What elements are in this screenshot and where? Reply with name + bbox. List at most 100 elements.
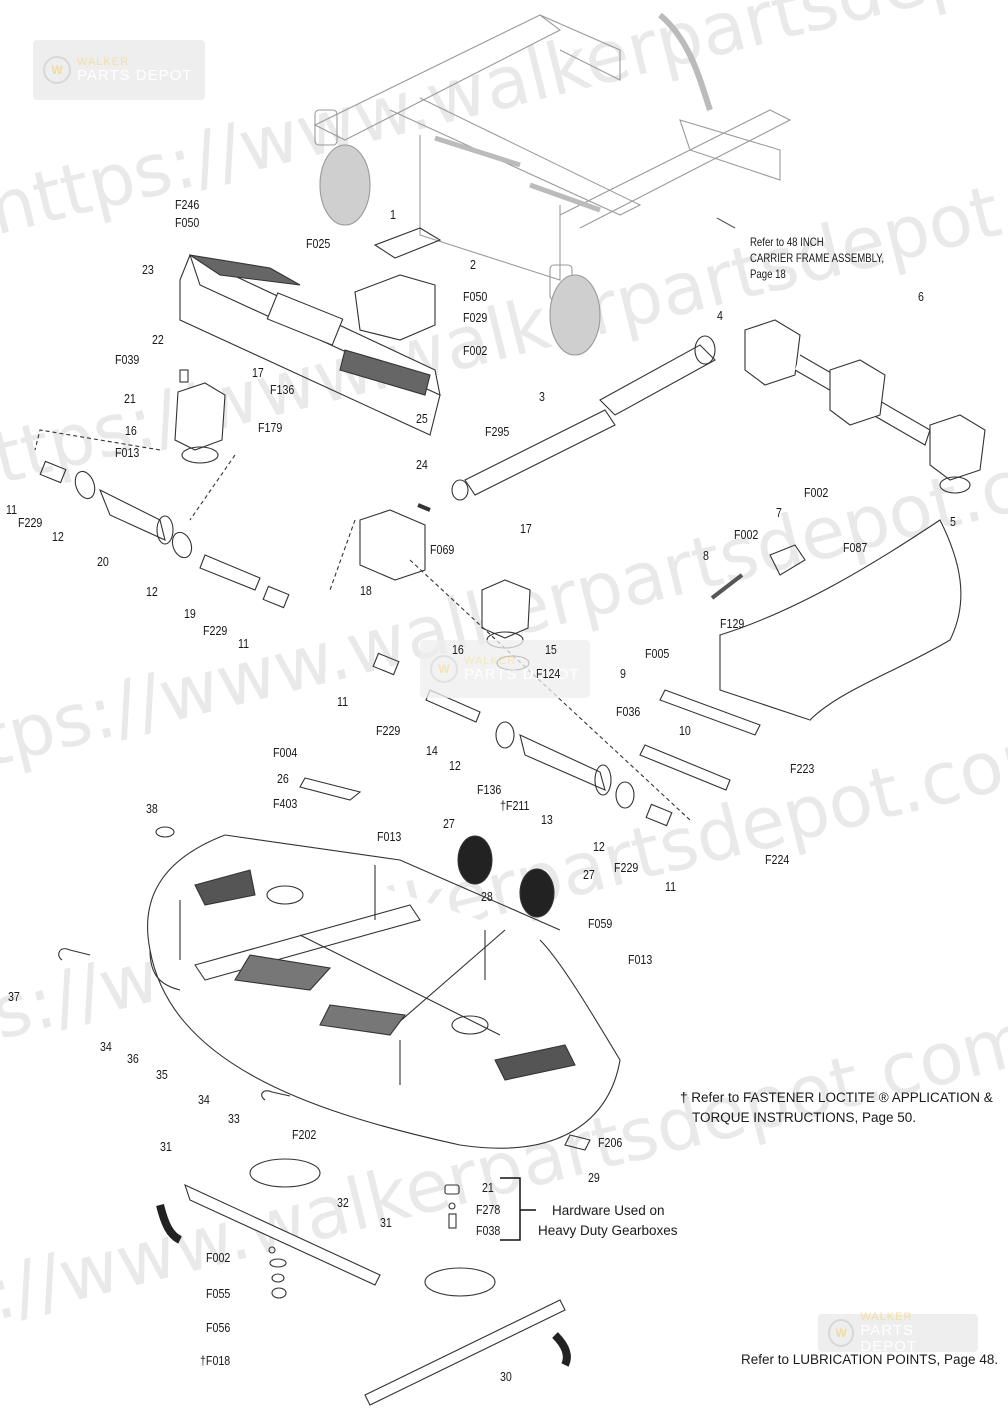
part-callout: F036 [616, 704, 641, 719]
part-callout: 1 [390, 207, 396, 222]
part-callout: †F018 [200, 1353, 231, 1368]
part-callout: F202 [292, 1127, 317, 1142]
part-callout: 35 [156, 1067, 168, 1082]
note-line: Page 18 [750, 267, 786, 281]
part-callout: 38 [146, 801, 158, 816]
part-callout: F295 [485, 424, 510, 439]
part-callout: F038 [476, 1223, 501, 1238]
mower-deck [147, 834, 621, 1149]
part-callout: F002 [206, 1250, 231, 1265]
part-callout: F056 [206, 1320, 231, 1335]
walker-parts-depot-logo: W WALKER PARTS DEPOT [420, 640, 590, 698]
deck-cover-23 [179, 253, 441, 436]
part-callout: F087 [843, 540, 868, 555]
part-callout: 5 [950, 514, 956, 529]
part-callout: 21 [482, 1180, 494, 1195]
part-callout: F029 [463, 310, 488, 325]
note-line: Refer to 48 INCH [750, 235, 824, 249]
left-shaft-assembly [34, 429, 290, 609]
part-callout: F229 [203, 623, 228, 638]
part-callout: 17 [520, 521, 532, 536]
part-callout: 22 [152, 332, 164, 347]
gearbox-assembly-6 [744, 319, 986, 494]
part-callout: F229 [18, 515, 43, 530]
part-callout: 17 [252, 365, 264, 380]
walker-parts-depot-logo: W WALKER PARTS DEPOT [33, 40, 205, 100]
discharge-chute-5 [719, 519, 962, 721]
part-callout: F246 [175, 197, 200, 212]
part-callout: F013 [115, 445, 140, 460]
rotation-arrow-left [156, 1204, 183, 1244]
part-callout: F224 [765, 852, 790, 867]
part-callout: F025 [306, 236, 331, 251]
lubrication-reference-note: Refer to LUBRICATION POINTS, Page 48. [741, 1352, 999, 1367]
part-callout: 34 [100, 1039, 112, 1054]
part-callout: 2 [470, 257, 476, 272]
part-callout: 7 [776, 505, 782, 520]
bracket-26 [299, 777, 362, 801]
part-callout: 12 [52, 529, 64, 544]
part-callout: F136 [270, 382, 295, 397]
part-callout: 33 [228, 1111, 240, 1126]
gearbox-18 [359, 509, 426, 581]
part-callout: F129 [720, 616, 745, 631]
part-callout: F002 [734, 527, 759, 542]
gauge-wheel-27 [457, 835, 493, 885]
plate-9 [659, 689, 761, 736]
part-callout: 31 [160, 1139, 172, 1154]
part-callout: 9 [620, 666, 626, 681]
part-callout: 26 [277, 771, 289, 786]
part-callout: F013 [377, 829, 402, 844]
part-callout: †F211 [500, 798, 530, 813]
part-29 [564, 1134, 591, 1151]
part-callout: 10 [679, 723, 691, 738]
leader [716, 217, 736, 229]
part-2 [354, 274, 436, 341]
blade-adapter-31 [424, 1267, 496, 1297]
rotation-arrow-right [552, 1332, 571, 1367]
logo-line2: PARTS DEPOT [464, 666, 580, 683]
note-line: Heavy Duty Gearboxes [538, 1223, 678, 1238]
part-callout: F005 [645, 646, 670, 661]
gearbox-16-left [174, 369, 226, 464]
part-callout: F002 [463, 343, 488, 358]
part-callout: 24 [416, 457, 428, 472]
carrier-frame [313, 12, 792, 356]
loctite-reference-note: † Refer to FASTENER LOCTITE ® APPLICATIO… [680, 1088, 993, 1128]
part-callout: F069 [430, 542, 455, 557]
blade-32 [184, 1183, 381, 1286]
spring-8 [710, 573, 744, 600]
part-callout: F223 [790, 761, 815, 776]
part-callout: 25 [416, 411, 428, 426]
part-callout: F124 [536, 666, 561, 681]
part-callout: F055 [206, 1286, 231, 1301]
part-callout: F278 [476, 1202, 501, 1217]
hairpin-33 [261, 1090, 291, 1101]
part-callout: 3 [539, 389, 545, 404]
part-callout: 15 [545, 642, 557, 657]
part-callout: F002 [804, 485, 829, 500]
part-callout: 32 [337, 1195, 349, 1210]
walker-logo-icon: W [828, 1319, 855, 1347]
part-callout: 4 [717, 308, 723, 323]
walker-logo-icon: W [43, 56, 71, 84]
bracket-7 [769, 544, 806, 576]
blade-adapter-31 [249, 1158, 321, 1188]
center-shaft-assembly [329, 519, 691, 827]
part-callout: 11 [665, 879, 677, 894]
part-callout: 12 [146, 584, 158, 599]
part-callout: F403 [273, 796, 298, 811]
note-line: TORQUE INSTRUCTIONS, Page 50. [692, 1110, 917, 1125]
part-callout: 37 [8, 989, 20, 1004]
drive-shaft [451, 335, 716, 501]
part-1 [373, 227, 442, 259]
note-line: CARRIER FRAME ASSEMBLY, [750, 251, 885, 265]
part-callout: 14 [426, 743, 438, 758]
part-callout: 19 [184, 606, 196, 621]
part-callout: F050 [175, 215, 200, 230]
part-callout: 27 [583, 867, 595, 882]
blade-30 [364, 1299, 566, 1406]
part-callout: 11 [6, 502, 18, 517]
note-line: † Refer to FASTENER LOCTITE ® APPLICATIO… [680, 1090, 993, 1105]
